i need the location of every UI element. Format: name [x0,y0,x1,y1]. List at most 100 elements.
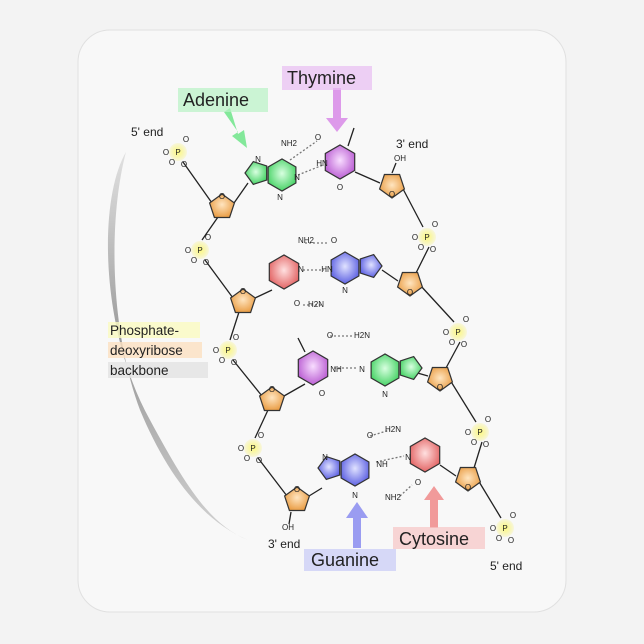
oxygen-label: O [465,483,471,492]
nitrogen-label: N [255,155,261,164]
deoxyribose-sugar [396,271,424,297]
adenine-base-ring [244,160,268,186]
oxygen-label: O [219,192,225,201]
bond [204,259,234,299]
nitrogen-label: N [298,265,304,274]
phosphate-highlight [418,228,436,246]
amine-label: H2N [354,331,370,340]
oxygen-label: O [258,431,264,440]
five-prime-end-bottom: 5' end [490,559,522,573]
bond [347,127,355,147]
deoxyribose-sugar [283,486,311,512]
oxygen-label: O [483,440,489,449]
three-prime-end-bottom: 3' end [268,537,300,551]
guanine-label: Guanine [311,550,379,570]
nitrogen-label: N [352,491,358,500]
phosphate-highlight [496,519,514,537]
bond [439,464,457,477]
bond [288,511,292,525]
imino-label: HN [316,159,328,168]
hydroxyl-label: OH [282,523,294,532]
oxygen-label: O [465,428,471,437]
oxygen-label: O [443,328,449,337]
oxygen-label: O [430,245,436,254]
cytosine-label: Cytosine [399,529,469,549]
bond [229,311,240,341]
phosphate-p: P [175,148,180,157]
hydrogen-bond [375,455,405,463]
phosphate-p: P [477,428,482,437]
phosphate-highlight [244,439,262,457]
backbone-highlight-3 [108,362,208,378]
oxygen-label: O [213,346,219,355]
bond [297,337,306,353]
bond [354,171,381,184]
oxygen-label: O [418,243,424,252]
adenine-highlight [178,88,268,112]
guanine-base-ring [359,253,383,279]
adenine-base-2 [370,353,400,387]
oxygen-label: O [169,158,175,167]
amine-label: H2N [308,300,324,309]
oxygen-label: O [256,456,262,465]
oxygen-label: O [185,246,191,255]
oxygen-label: O [294,299,300,308]
bond [477,479,502,519]
nitrogen-label: N [322,453,328,462]
five-prime-end-top: 5' end [131,125,163,139]
cytosine-highlight [393,527,485,549]
phosphate-p: P [455,328,460,337]
mousepad-surface [77,29,567,613]
bond [308,487,323,497]
hydrogen-bond [399,484,413,497]
oxygen-label: O [407,288,413,297]
oxygen-label: O [163,148,169,157]
bond [381,269,399,282]
oxygen-label: O [331,236,337,245]
phosphate-p: P [250,444,255,453]
backbone-bonds [182,127,502,525]
bond [283,383,306,397]
oxygen-label: O [269,385,275,394]
deoxyribose-sugar [454,466,482,492]
oxygen-label: O [437,383,443,392]
deoxyribose-sugar [229,288,257,314]
oxygen-label: O [183,135,189,144]
guanine-base [330,251,360,285]
bond [391,162,397,174]
oxygen-label: O [508,536,514,545]
oxygen-label: O [327,331,333,340]
bond [232,359,263,397]
oxygen-label: O [203,258,209,267]
deoxyribose-sugar [426,366,454,392]
oxygen-label: O [337,183,343,192]
nitrogen-label: N [405,453,411,462]
phosphate-highlight [449,323,467,341]
bond [445,341,461,369]
oxygen-label: O [231,358,237,367]
guanine-arrow [346,502,368,548]
oxygen-label: O [412,233,418,242]
deoxyribose-sugar [208,193,236,219]
backbone-label-line1: Phosphate- [110,323,179,338]
thymine-highlight [282,66,372,90]
adenine-label: Adenine [183,90,249,110]
bond [449,379,477,423]
bond [233,182,249,204]
backbone-label-line3: backbone [110,363,169,378]
phosphate-p: P [197,246,202,255]
hydrogen-bond [297,164,324,176]
guanine-base-2-ring [317,455,341,481]
backbone-label-line2: deoxyribose [110,343,183,358]
bond [473,441,483,469]
deoxyribose-sugar [258,386,286,412]
thymine-arrow [326,88,348,132]
oxygen-label: O [219,356,225,365]
cytosine-arrow [424,486,444,528]
three-prime-end-top: 3' end [396,137,428,151]
phosphate-highlight [169,143,187,161]
oxygen-label: O [496,534,502,543]
bond [254,289,273,299]
backbone-highlight-2 [108,342,202,358]
